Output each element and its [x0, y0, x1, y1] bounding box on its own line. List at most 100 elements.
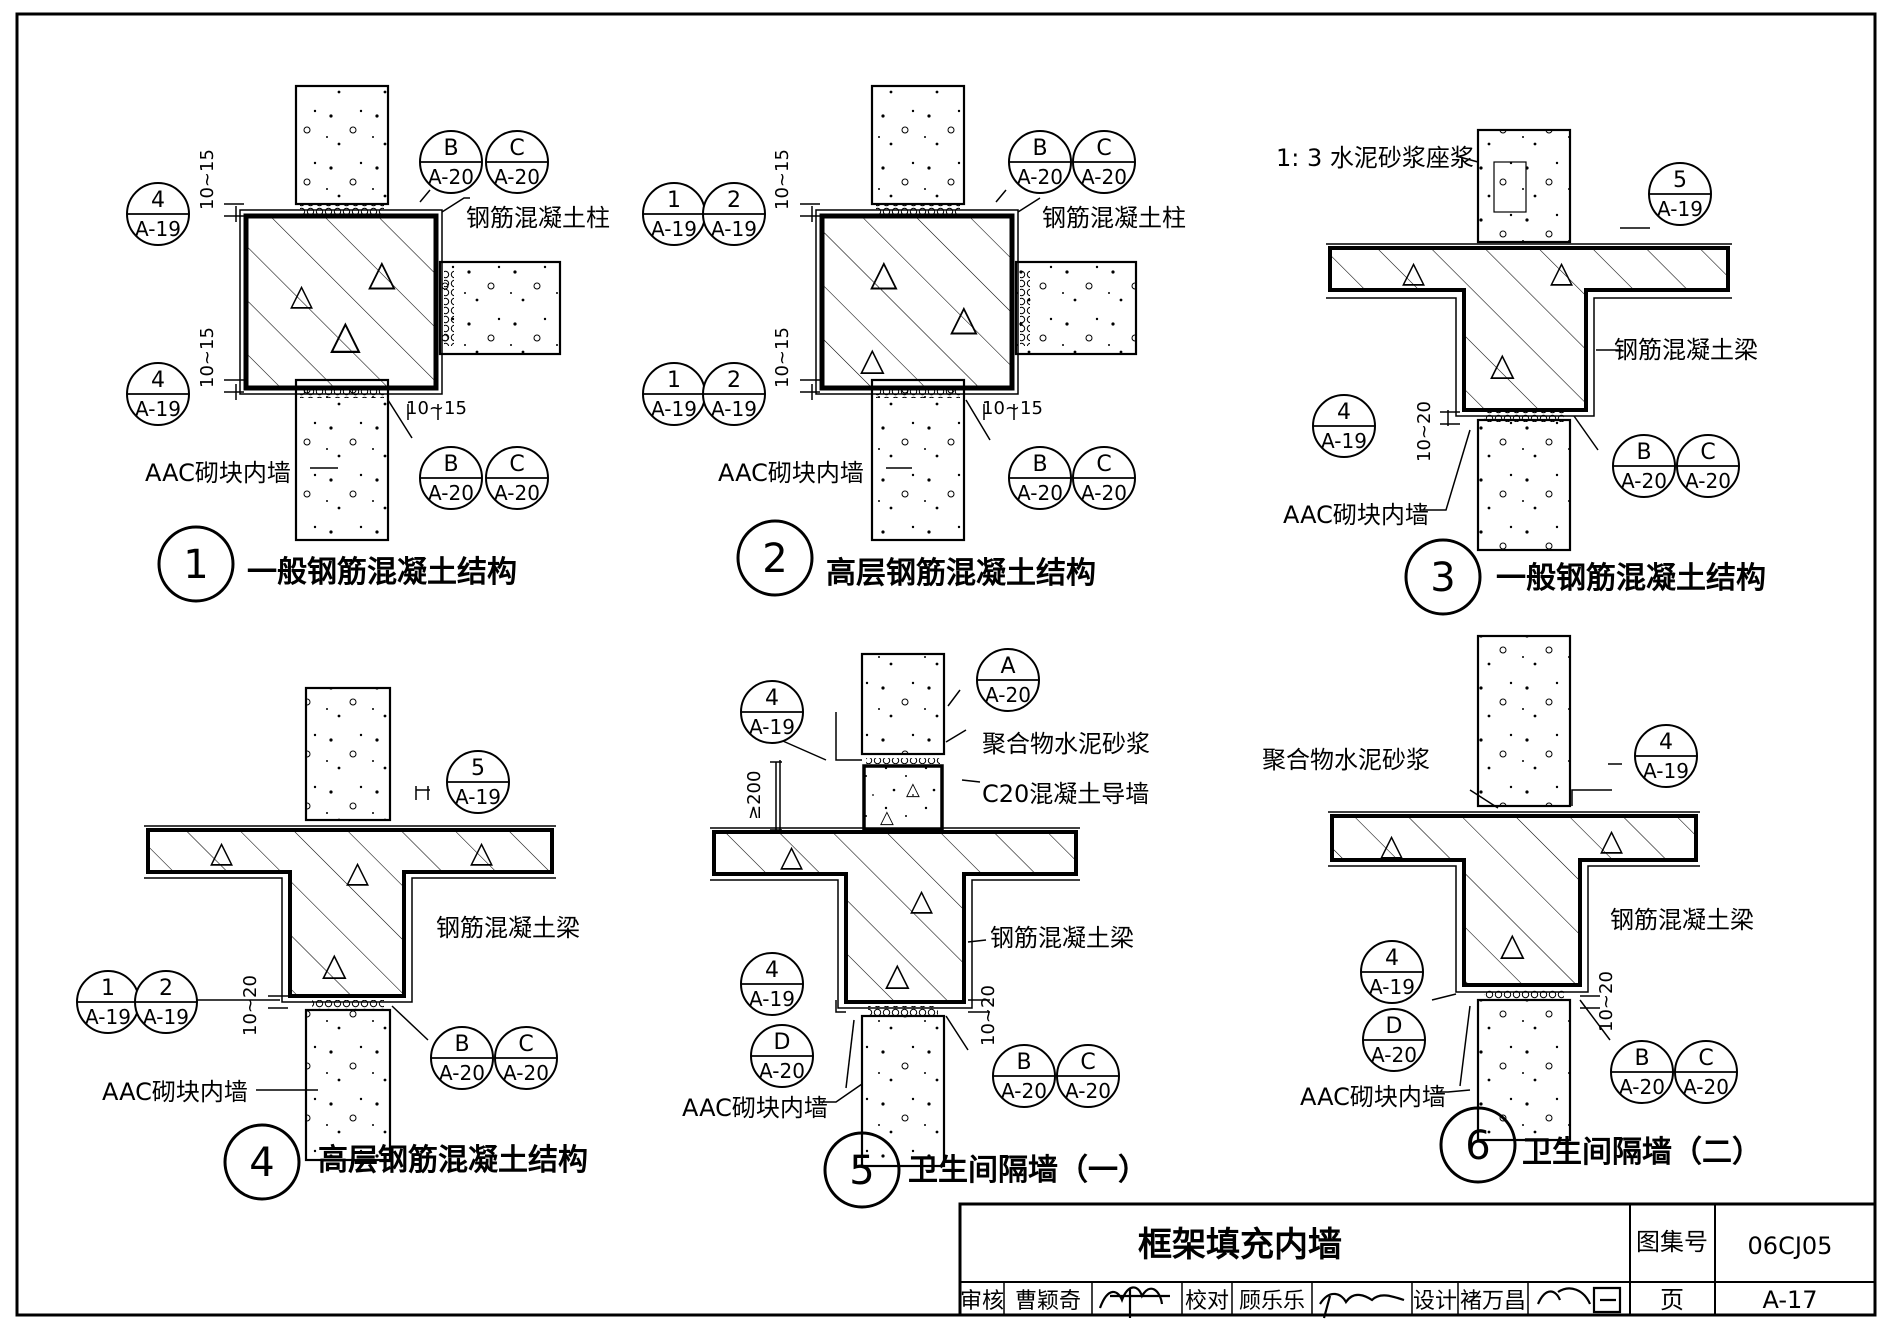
ref-detail-no: 4 [1385, 946, 1399, 971]
ref-detail-no: 4 [1659, 730, 1673, 755]
ref-detail-no: C [509, 136, 524, 161]
svg-text:△: △ [860, 340, 885, 378]
ref-page-no: A-20 [1081, 165, 1127, 189]
atlas-label: 图集号 [1636, 1228, 1708, 1256]
ref-bubble-r-b-a20: BA-20 [1008, 130, 1072, 194]
ref-bubble-r-a-a20: AA-20 [976, 648, 1040, 712]
ref-detail-no: C [509, 452, 524, 477]
ref-detail-no: B [1032, 136, 1047, 161]
ref-page-no: A-20 [1621, 469, 1667, 493]
ref-detail-no: C [518, 1032, 533, 1057]
ref-bubble-r-2-a19: 2A-19 [134, 970, 198, 1034]
ref-page-no: A-20 [1065, 1079, 1111, 1103]
ref-detail-no: A [1000, 654, 1015, 679]
ref-page-no: A-20 [494, 481, 540, 505]
ref-page-no: A-20 [494, 165, 540, 189]
detail-number: 3 [1430, 555, 1455, 601]
ref-page-no: A-20 [1017, 481, 1063, 505]
ref-bubble-r-1-a19: 1A-19 [76, 970, 140, 1034]
svg-text:△: △ [322, 945, 347, 983]
ref-detail-no: D [1386, 1014, 1403, 1039]
ref-bubble-r-c-a20: CA-20 [1676, 434, 1740, 498]
dim-10-15: 10~15 [772, 327, 793, 388]
ref-detail-no: B [1636, 440, 1651, 465]
ref-detail-no: B [443, 452, 458, 477]
signatures [1098, 1286, 1622, 1319]
ref-page-no: A-20 [428, 165, 474, 189]
ref-detail-no: C [1080, 1050, 1095, 1075]
dim-10-20: 10~20 [1596, 971, 1617, 1032]
ref-detail-no: 4 [1337, 400, 1351, 425]
rc-beam [1328, 246, 1730, 412]
svg-text:△: △ [880, 807, 894, 828]
svg-text:△: △ [780, 839, 803, 874]
dim-10-15: 10~15 [197, 327, 218, 388]
svg-text:△: △ [470, 835, 493, 870]
label-mortar: 1: 3 水泥砂浆座浆 [1276, 144, 1474, 172]
ref-detail-no: 1 [101, 976, 115, 1001]
ref-bubble-r-b-a20: B A-20 [1612, 434, 1676, 498]
ref-bubble-r-c-a20: C A-20 [1072, 446, 1136, 510]
detail-caption: 卫生间隔墙（一） [908, 1153, 1148, 1188]
svg-text:△: △ [870, 253, 898, 294]
ref-page-no: A-19 [135, 217, 181, 241]
ref-bubble-r-4-a19: 4A-19 [126, 362, 190, 426]
detail-number: 4 [249, 1140, 274, 1186]
ref-bubble-r-c-a20: C A-20 [1056, 1044, 1120, 1108]
ref-bubble-r-c-a20: CA-20 [1674, 1040, 1738, 1104]
ref-page-no: A-19 [85, 1005, 131, 1029]
atlas-number: 06CJ05 [1748, 1232, 1833, 1260]
ref-page-no: A-20 [1001, 1079, 1047, 1103]
page-label: 页 [1660, 1286, 1684, 1314]
detail-5: △ △ △ △ △ [710, 652, 1080, 1168]
designer-signature [1536, 1286, 1622, 1314]
ref-detail-no: C [1096, 452, 1111, 477]
ref-page-no: A-19 [711, 397, 757, 421]
ref-bubble-r-4-a19: 4A-19 [740, 952, 804, 1016]
detail-caption: 高层钢筋混凝土结构 [826, 556, 1096, 591]
ref-bubble-r-b-a20: BA-20 [430, 1026, 494, 1090]
detail-number-circle [223, 1123, 301, 1201]
svg-text:△: △ [1600, 823, 1623, 858]
detail-number-circle [1439, 1106, 1517, 1184]
ref-page-no: A-20 [1683, 1075, 1729, 1099]
svg-text:△: △ [1550, 255, 1573, 290]
ref-bubble-r-b-a20: BA-20 [1610, 1040, 1674, 1104]
drawing-title: 框架填充内墙 [1138, 1225, 1342, 1265]
detail-number: 5 [849, 1148, 874, 1194]
label-polymer-mortar: 聚合物水泥砂浆 [982, 730, 1150, 758]
rc-column [819, 213, 1015, 391]
ref-page-no: A-20 [428, 481, 474, 505]
svg-text:△: △ [346, 855, 369, 890]
svg-text:△: △ [1380, 828, 1403, 863]
svg-text:△: △ [885, 955, 910, 993]
ref-bubble-r-c-a20: C A-20 [485, 130, 549, 194]
ref-detail-no: B [443, 136, 458, 161]
detail-captions: 1 一般钢筋混凝土结构 2 高层钢筋混凝土结构 3 一般钢筋混凝土结构 4 高层… [157, 519, 1766, 1209]
ref-page-no: A-19 [143, 1005, 189, 1029]
label-aac-wall: AAC砌块内墙 [102, 1078, 248, 1106]
label-aac-wall: AAC砌块内墙 [718, 459, 864, 487]
rc-beam [1330, 814, 1698, 987]
detail-number-circle [823, 1131, 901, 1209]
detail-caption: 卫生间隔墙（二） [1522, 1135, 1762, 1170]
label-aac-wall: AAC砌块内墙 [145, 459, 291, 487]
detail-caption: 高层钢筋混凝土结构 [318, 1143, 588, 1178]
rc-column [243, 213, 439, 391]
dim-10-15: 10~15 [406, 398, 467, 419]
detail-1: △ △ △ [239, 84, 562, 542]
ref-page-no: A-20 [1619, 1075, 1665, 1099]
detail-number-circle [1404, 538, 1482, 616]
ref-detail-no: 4 [765, 958, 779, 983]
label-c20-wall: C20混凝土导墙 [982, 780, 1149, 808]
detail-3: △ △ △ [1326, 128, 1732, 552]
sheet-border [15, 12, 1877, 1317]
ref-page-no: A-20 [1081, 481, 1127, 505]
ref-detail-no: B [454, 1032, 469, 1057]
ref-page-no: A-20 [1685, 469, 1731, 493]
detail-number: 6 [1465, 1123, 1490, 1169]
ref-page-no: A-19 [1369, 975, 1415, 999]
page-number: A-17 [1762, 1286, 1817, 1314]
ref-bubble-r-d-a20: DA-20 [1362, 1008, 1426, 1072]
